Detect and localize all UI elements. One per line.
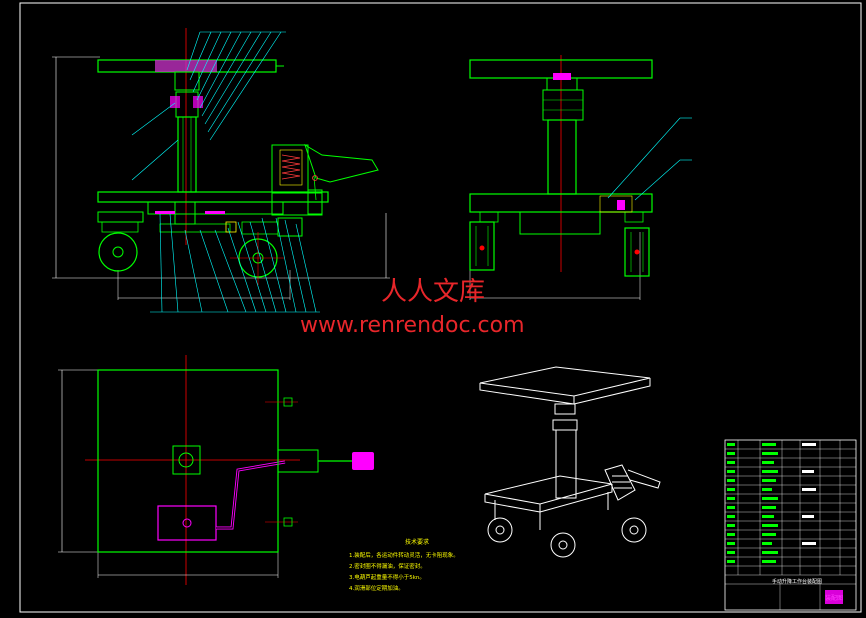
top-view <box>58 355 374 585</box>
technical-notes-title: 技术要求 <box>405 538 429 546</box>
isometric-view <box>479 366 661 558</box>
watermark-brand: 人人文库 <box>381 277 485 307</box>
technical-note-1: 1.装配后，各运动件转动灵活，无卡阻现象。 <box>349 551 459 559</box>
parts-list-title-block: 手动升降工作台装配图 装配图 <box>724 439 857 611</box>
front-section-view <box>52 28 390 313</box>
drawing-name: 手动升降工作台装配图 <box>772 578 822 585</box>
technical-note-3: 3.电葫芦起重量不得小于5kn。 <box>349 573 425 581</box>
sheet-border <box>19 2 862 613</box>
technical-note-2: 2.密封圈不得漏油，保证密封。 <box>349 562 426 570</box>
technical-notes: 技术要求 1.装配后，各运动件转动灵活，无卡阻现象。 2.密封圈不得漏油，保证密… <box>349 538 459 592</box>
technical-note-4: 4.润滑部位定期加油。 <box>349 584 404 592</box>
watermark-url: www.renrendoc.com <box>300 313 525 338</box>
side-view <box>469 55 692 300</box>
drawing-stamp: 装配图 <box>825 594 843 602</box>
